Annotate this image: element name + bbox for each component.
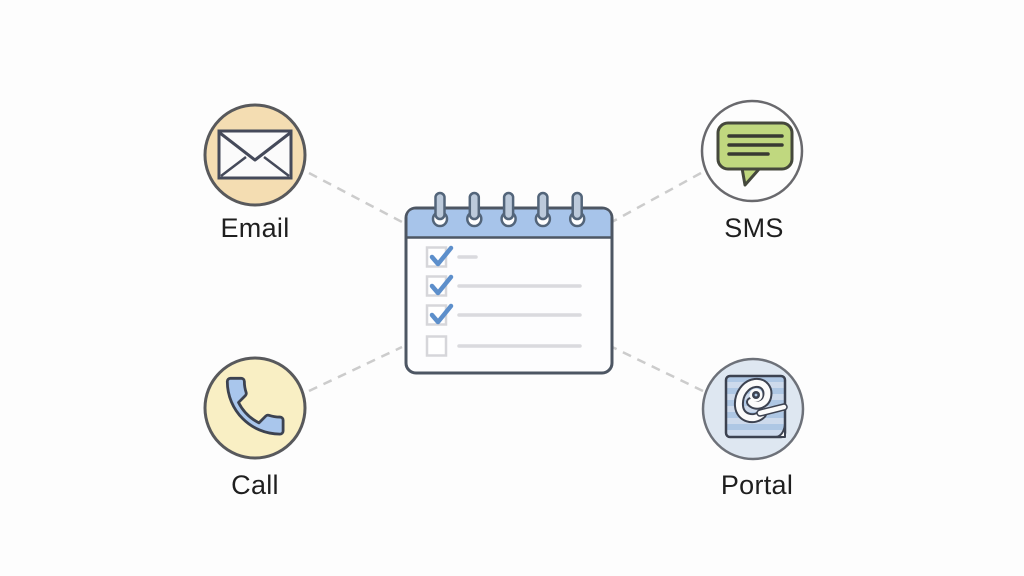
connector-sms-calendar <box>609 171 702 225</box>
node-call <box>201 354 309 462</box>
connector-portal-calendar <box>609 344 704 393</box>
portal-document-icon <box>701 357 805 461</box>
page-curl <box>775 424 786 438</box>
node-portal <box>699 355 807 463</box>
binder-rings <box>431 191 586 228</box>
node-sms <box>698 97 806 205</box>
connector-call-calendar <box>308 345 403 393</box>
connector-email-calendar <box>308 171 403 224</box>
node-email <box>201 101 309 209</box>
checklist-rows <box>425 245 582 357</box>
checklist-calendar <box>398 189 620 386</box>
portal-label: Portal <box>720 470 794 500</box>
call-label: Call <box>231 470 279 500</box>
speech-bubble-icon <box>700 99 804 203</box>
email-label: Email <box>220 213 290 243</box>
phone-handset-icon <box>203 356 307 460</box>
envelope-icon <box>203 103 307 207</box>
sms-label: SMS <box>724 213 784 243</box>
calendar-icon <box>404 191 614 375</box>
